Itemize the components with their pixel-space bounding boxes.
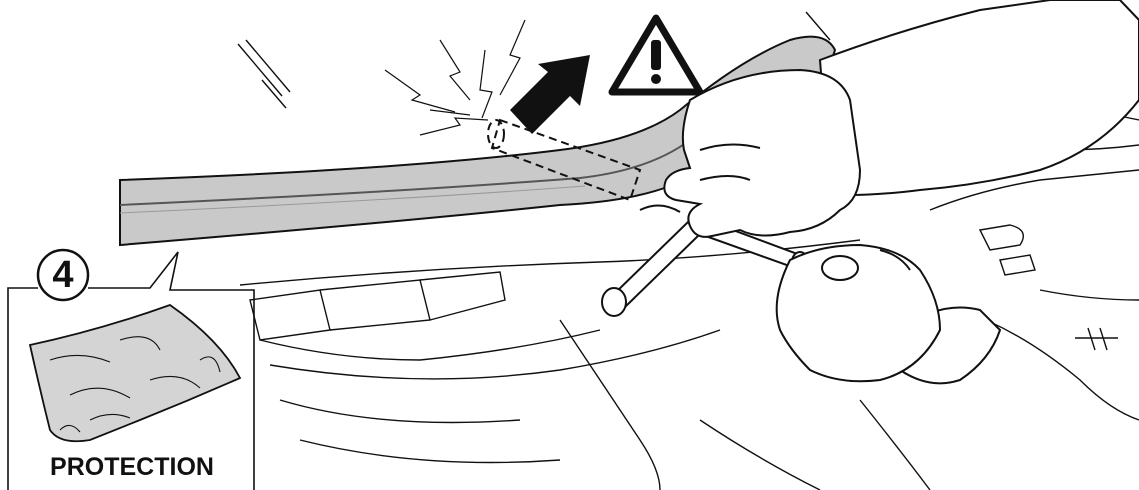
warning-triangle-icon: [612, 18, 700, 92]
arrow-icon: [510, 55, 590, 134]
step-caption: PROTECTION: [12, 450, 252, 484]
technician-hands: [664, 0, 1139, 383]
protective-cloth-icon: [30, 305, 240, 441]
step-number: 4: [34, 252, 92, 298]
impact-spark-icon: [385, 20, 525, 135]
